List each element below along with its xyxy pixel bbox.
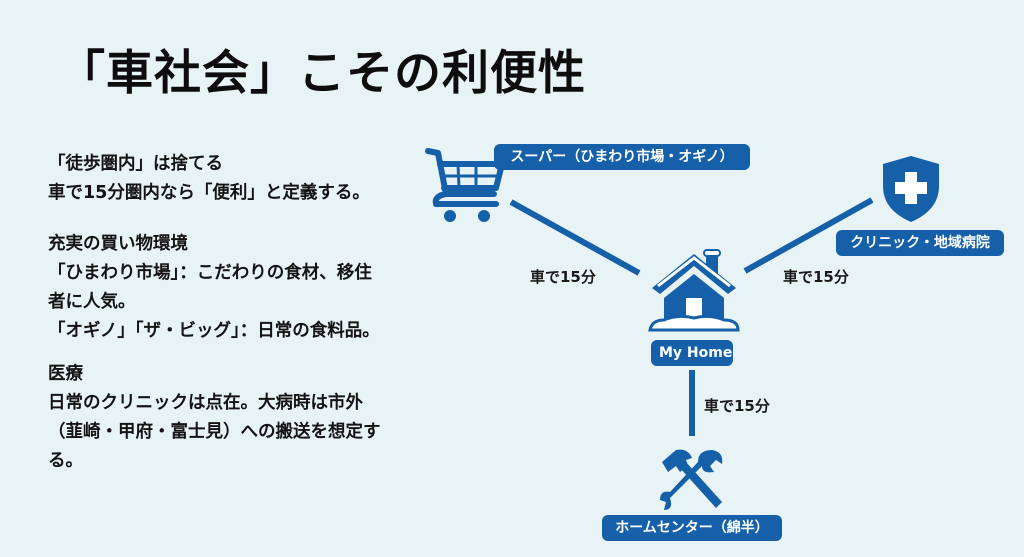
section-heading: 「徒歩圏内」は捨てる — [48, 154, 223, 174]
slide-title: 「車社会」こその利便性 — [58, 46, 586, 101]
section-body: 日常のクリニックは点在。大病時は市外（韮崎・甲府・富士見）への搬送を想定する。 — [48, 393, 381, 471]
line-to-supermarket — [509, 199, 641, 276]
line-to-clinic — [743, 197, 874, 274]
section-walking: 「徒歩圏内」は捨てる 車で15分圏内なら「便利」と定義する。 — [48, 150, 388, 208]
clinic-travel-time: 車で15分 — [783, 268, 849, 286]
section-heading: 充実の買い物環境 — [48, 234, 188, 254]
medical-shield-icon — [883, 156, 939, 222]
section-body: 車で15分圏内なら「便利」と定義する。 — [48, 183, 370, 203]
my-home-label: My Home — [651, 340, 733, 366]
snow-house-icon — [648, 249, 740, 332]
section-shopping: 充実の買い物環境 「ひまわり市場」：こだわりの食材、移住者に人気。 「オギノ」「… — [48, 230, 388, 346]
home-center-travel-time: 車で15分 — [704, 397, 770, 415]
description-panel: 「徒歩圏内」は捨てる 車で15分圏内なら「便利」と定義する。 充実の買い物環境 … — [48, 150, 388, 490]
shopping-cart-icon — [425, 148, 505, 222]
section-body: 「ひまわり市場」：こだわりの食材、移住者に人気。 「オギノ」「ザ・ビッグ」：日常… — [48, 263, 380, 341]
supermarket-travel-time: 車で15分 — [530, 268, 596, 286]
hammer-wrench-icon — [660, 449, 723, 510]
supermarket-label: スーパー（ひまわり市場・オギノ） — [494, 144, 750, 170]
clinic-label: クリニック・地域病院 — [836, 230, 1004, 256]
section-medical: 医療 日常のクリニックは点在。大病時は市外（韮崎・甲府・富士見）への搬送を想定す… — [48, 360, 388, 476]
home-center-label: ホームセンター（綿半） — [602, 515, 782, 541]
section-heading: 医療 — [48, 364, 83, 384]
